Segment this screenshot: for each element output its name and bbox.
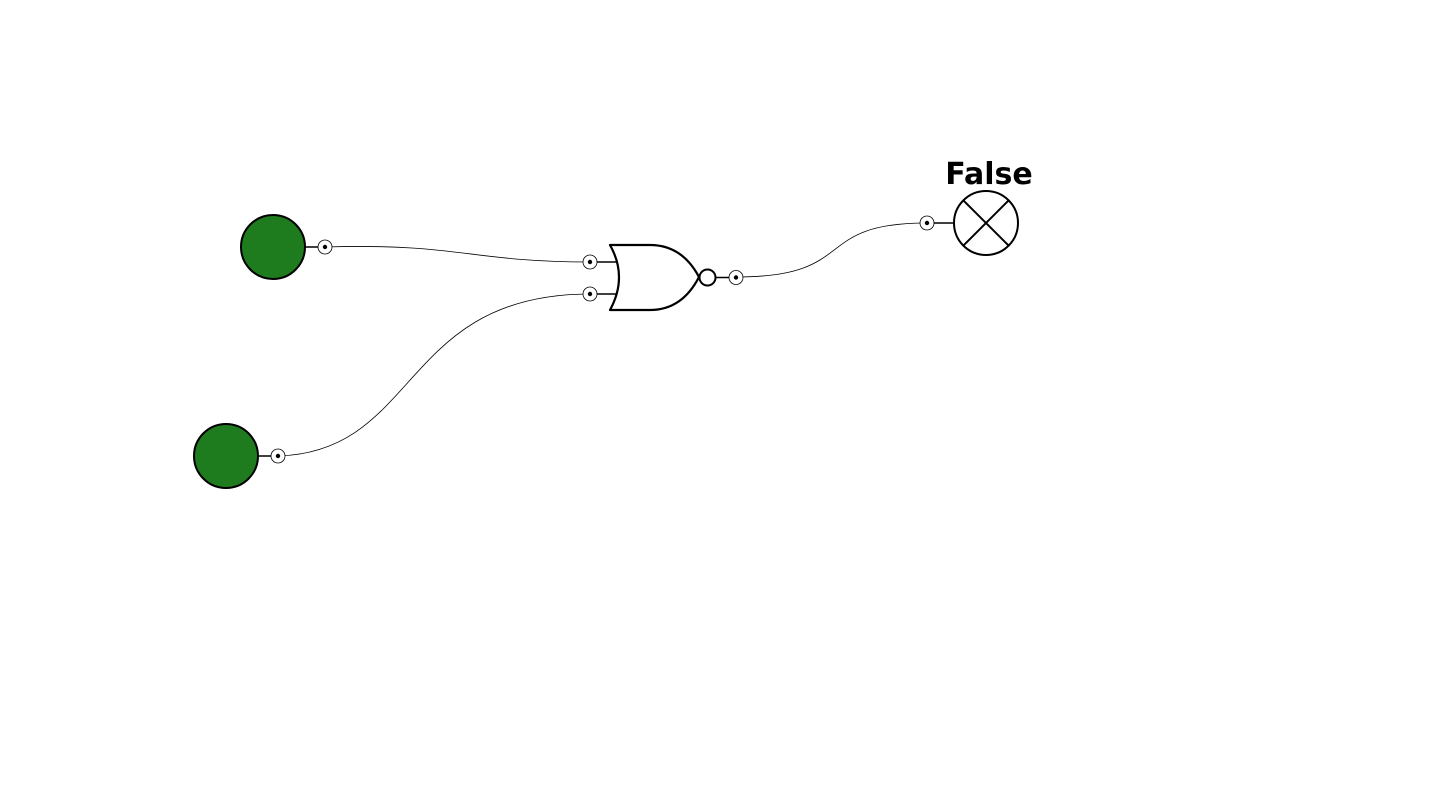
wire-gate-output-to-lamp[interactable]: [735, 222, 928, 278]
gate-input-pin-1[interactable]: [582, 254, 598, 270]
nor-gate-inversion-bubble: [698, 268, 717, 287]
switch-a-output-pin[interactable]: [317, 239, 333, 255]
output-lamp[interactable]: False: [919, 157, 1033, 256]
switch-a-toggle[interactable]: [240, 214, 306, 280]
gate-input-pin-2[interactable]: [582, 286, 598, 302]
wire-switch-a-to-gate-input-1[interactable]: [324, 246, 591, 263]
switch-b-toggle[interactable]: [193, 423, 259, 489]
switch-b-output-pin[interactable]: [270, 448, 286, 464]
nor-gate-body: [608, 243, 701, 312]
gate-output-pin[interactable]: [728, 270, 744, 285]
input-switch-b[interactable]: [193, 423, 286, 489]
lamp-input-pin[interactable]: [919, 215, 935, 231]
nor-gate[interactable]: [582, 243, 744, 312]
wire-switch-b-to-gate-input-2[interactable]: [277, 293, 591, 457]
lamp-output-label: False: [945, 157, 1032, 192]
input-switch-a[interactable]: [240, 214, 333, 280]
